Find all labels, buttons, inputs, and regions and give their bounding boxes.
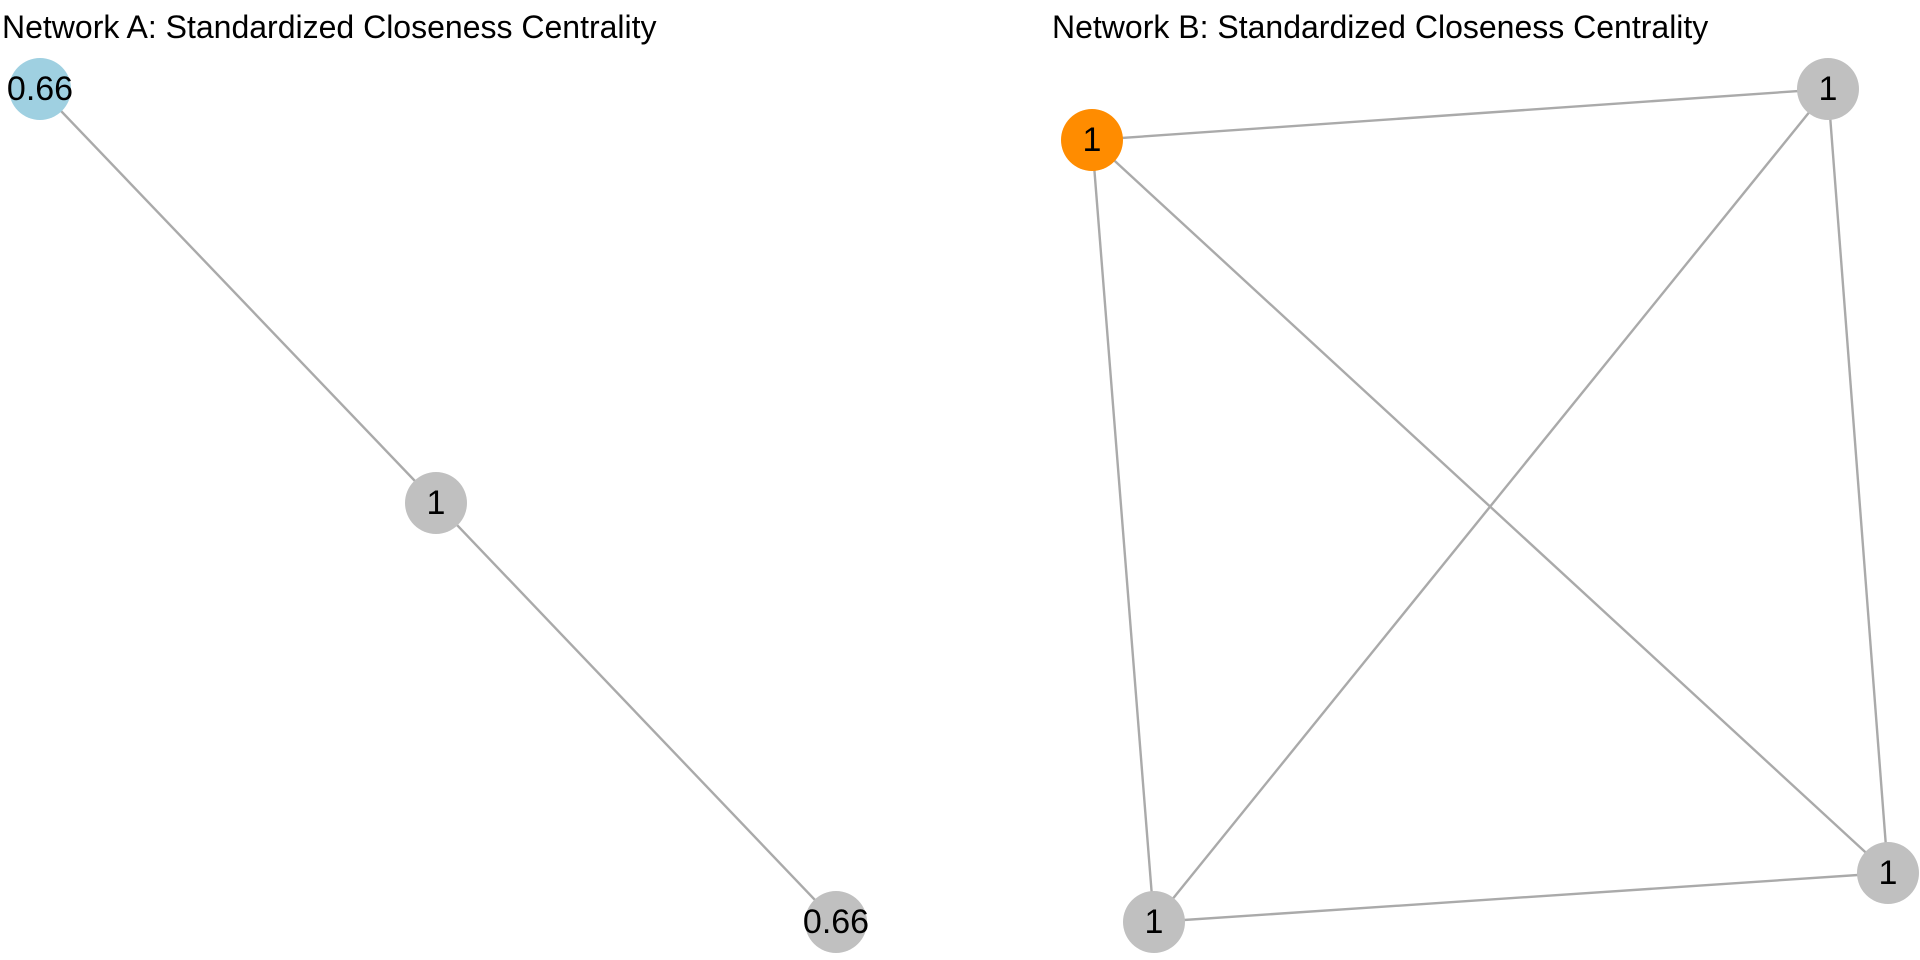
network-b-edge-b2-b4 (1153, 88, 1829, 923)
network-a-title: Network A: Standardized Closeness Centra… (2, 9, 657, 45)
network-a-node-a1: 0.66 (7, 58, 73, 120)
network-b-edge-b3-b4 (1153, 871, 1889, 924)
node-label: 0.66 (803, 903, 869, 941)
network-a-node-a2: 1 (405, 472, 467, 534)
network-b-title: Network B: Standardized Closeness Centra… (1052, 9, 1708, 45)
node-circle (805, 891, 867, 953)
network-b-edge-b1-b2 (1091, 87, 1829, 142)
network-b-node-b3: 1 (1857, 842, 1919, 904)
node-label: 0.66 (7, 70, 73, 108)
node-label: 1 (1083, 121, 1102, 159)
node-label: 1 (1145, 903, 1164, 941)
node-circle (1857, 842, 1919, 904)
node-circle (1061, 109, 1123, 171)
network-a-edge-a1-a2 (39, 88, 437, 504)
network-a-edge-a2-a3 (435, 502, 837, 923)
node-circle (1797, 58, 1859, 120)
network-b-node-b2: 1 (1797, 58, 1859, 120)
network-b-edge-b2-b3 (1826, 88, 1890, 874)
network-b-node-b1: 1 (1061, 109, 1123, 171)
node-label: 1 (1819, 70, 1838, 108)
network-b-edge-b1-b4 (1090, 139, 1156, 923)
edges-layer (39, 87, 1890, 924)
node-label: 1 (1879, 854, 1898, 892)
node-circle (1123, 891, 1185, 953)
node-circle (9, 58, 71, 120)
node-circle (405, 472, 467, 534)
network-a-node-a3: 0.66 (803, 891, 869, 953)
nodes-layer: 0.66 1 0.66 1 1 1 1 (7, 58, 1919, 953)
node-label: 1 (427, 484, 446, 522)
network-b-node-b4: 1 (1123, 891, 1185, 953)
